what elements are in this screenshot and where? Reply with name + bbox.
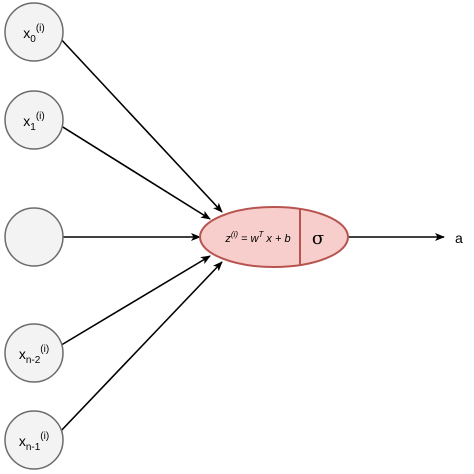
output-label: a: [455, 230, 463, 246]
input-node-0: x0(i): [4, 2, 64, 62]
edge-input-0: [57, 35, 223, 213]
input-label-4: xn-1(i): [19, 431, 49, 453]
input-node-4: xn-1(i): [4, 410, 64, 470]
input-label-0: x0(i): [23, 23, 44, 45]
edge-input-4: [57, 261, 223, 435]
input-label-1: x1(i): [23, 111, 44, 133]
edge-input-1: [57, 123, 211, 220]
input-label-3: xn-2(i): [19, 344, 49, 366]
input-node-2: [4, 207, 64, 267]
input-edges: [57, 35, 223, 435]
input-node-1: x1(i): [4, 90, 64, 150]
neuron-node: z(i) = wT x + b σ: [199, 206, 349, 268]
sigma-activation: σ: [312, 228, 324, 249]
neuron-ellipse: [199, 206, 349, 268]
linear-equation: z(i) = wT x + b: [224, 230, 290, 245]
edge-input-3: [57, 255, 211, 348]
input-node-3: xn-2(i): [4, 323, 64, 383]
